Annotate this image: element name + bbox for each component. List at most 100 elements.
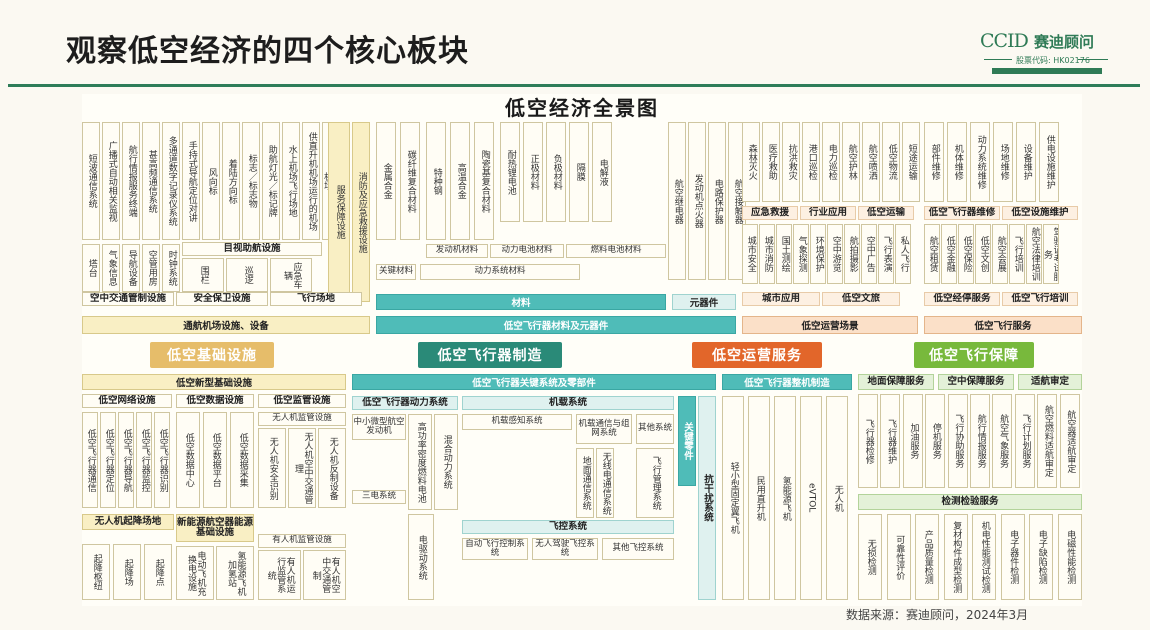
service-item: 低空文创 [975, 224, 991, 284]
service-item: 场地维修 [993, 122, 1013, 202]
airborne-item: 无线电通信系统 [596, 448, 614, 518]
service-item: 航空会展 [992, 224, 1008, 284]
supervision-head: 无人机监管设施 [258, 412, 346, 426]
service-item: 低空保险 [958, 224, 974, 284]
service-item: 设备维护 [1016, 122, 1036, 202]
logo-bar [992, 68, 1102, 74]
pillar-support: 低空飞行保障 [914, 342, 1034, 368]
key-parts: 关键零件 [678, 396, 696, 486]
testing-item: 机电性能测试检测 [972, 514, 996, 600]
supervision-item: 有人机空中交通管制 [303, 550, 346, 600]
infra-item: 时钟系统 [162, 244, 180, 292]
infra-item: 气象信息 [102, 244, 120, 292]
material-item: 耐热锂电池 [500, 122, 520, 222]
support-sub: 空中保障服务 [938, 374, 1014, 390]
operations-item: 航拍摄影 [844, 224, 860, 284]
material-item: 电解液 [592, 122, 612, 222]
new-infra-band: 低空新型基础设施 [82, 374, 346, 390]
operations-sub: 行业应用 [800, 206, 856, 220]
support-sub: 适航审定 [1018, 374, 1082, 390]
material-row: 发动机材料 [426, 244, 488, 258]
flight-control-item: 无人驾驶飞控系统 [532, 538, 598, 560]
key-systems-band: 低空飞行器关键系统及零部件 [352, 374, 716, 390]
visual-aid-item: 应急车辆 [270, 258, 312, 292]
logo-stock-code: 股票代码: HK02176 [1016, 56, 1090, 65]
airborne-item: 地面通信系统 [576, 448, 594, 518]
airborne-item: 飞行管理系统 [636, 448, 674, 518]
service-item: 飞行培训 [1009, 224, 1025, 284]
landing-item: 起降枢纽 [82, 544, 110, 600]
aircraft-type: 氢能源飞机 [774, 396, 796, 600]
power-item: 中小微型航空发动机 [352, 414, 406, 440]
material-row: 动力电池材料 [490, 244, 564, 258]
operations-sub: 低空运输 [858, 206, 914, 220]
infra-item: 短波通信系统 [82, 122, 100, 240]
flight-control-item: 其他飞控系统 [602, 538, 674, 560]
energy-label: 新能源航空器能源基础设施 [176, 514, 254, 542]
airborne-item: 其他系统 [636, 414, 674, 444]
infra-item: 多通道数字记录仪系统 [162, 122, 180, 240]
whole-aircraft-band: 低空飞行器整机制造 [722, 374, 852, 390]
infra-item: 空管用房 [142, 244, 160, 292]
component-item: 航空继电器 [668, 122, 686, 280]
infra-item: 导航设备 [122, 244, 140, 292]
logo-name: 赛迪顾问 [1034, 33, 1095, 51]
operations-item: 电力巡检 [822, 122, 840, 202]
data-facilities: 低空数据设施 [176, 394, 254, 408]
operations-item: 航空喷洒 [862, 122, 880, 202]
support-item: 加油服务 [902, 394, 923, 488]
source-note: 数据来源：赛迪顾问，2024年3月 [846, 608, 1029, 622]
operations-item: 城市安全 [742, 224, 758, 284]
power-item: 混合动力系统 [434, 414, 458, 510]
components-sub: 元器件 [672, 294, 736, 310]
slide-title: 观察低空经济的四个核心板块 [66, 34, 469, 69]
aircraft-type: 轻小型固定翼飞机 [722, 396, 744, 600]
service-band: 低空飞行服务 [924, 316, 1082, 334]
infra-band: 通航机场设施、设备 [82, 316, 370, 334]
material-item: 隔膜 [569, 122, 589, 222]
support-item: 航空气象服务 [992, 394, 1013, 488]
material-row: 燃料电池材料 [566, 244, 666, 258]
aircraft-type: 民用直升机 [748, 396, 770, 600]
service-item: 航空法律培训 [1026, 224, 1042, 284]
support-sub: 地面保障服务 [858, 374, 934, 390]
operations-item: 港口巡检 [802, 122, 820, 202]
support-item: 航空燃料适航审定 [1037, 394, 1058, 488]
service-item: 航空租赁 [924, 224, 940, 284]
operations-item: 森林灭火 [742, 122, 760, 202]
material-item: 高温合金 [450, 122, 470, 240]
support-item: 航行情报服务 [970, 394, 990, 488]
infra-item: 广播式自动相关监视 [102, 122, 120, 240]
infra-item: 风向标 [202, 122, 220, 240]
infra-subsection: 空中交通管制设施 [82, 292, 174, 306]
material-row: 关键材料 [376, 264, 416, 280]
visual-aid-item: 巡逻 [226, 258, 268, 292]
testing-band: 检测检验服务 [858, 494, 1082, 510]
data-item: 低空数据中心 [176, 412, 200, 508]
operations-item: 低空物流 [882, 122, 900, 202]
airborne-item: 机载感知系统 [462, 414, 572, 430]
infra-item: 服务保障设施 [328, 122, 350, 302]
service-item: 供电设施维护 [1039, 122, 1059, 202]
infra-subsection: 安全保卫设施 [176, 292, 268, 306]
power-system: 低空飞行器动力系统 [352, 396, 458, 410]
power-item: 高功率密度燃料电池 [408, 414, 432, 510]
network-item: 低空飞行器定位 [100, 412, 116, 508]
infra-item: 甚高频通信系统 [142, 122, 160, 240]
data-item: 低空数据采集 [230, 412, 254, 508]
testing-item: 产品质量检测 [915, 514, 939, 600]
operations-item: 飞行表演 [878, 224, 894, 284]
network-item: 低空飞行器识别 [154, 412, 170, 508]
operations-item: 城市消防 [759, 224, 775, 284]
operations-item: 航空护林 [842, 122, 860, 202]
material-item: 碳纤维复合材料 [400, 122, 420, 240]
aircraft-type: eVTOL [800, 396, 822, 600]
network-facilities: 低空网络设施 [82, 394, 172, 408]
panorama-diagram: 低空经济全景图 短波通信系统广播式自动相关监视航行情报服务终端甚高频通信系统多通… [82, 94, 1082, 606]
landing-item: 起降场 [113, 544, 141, 600]
pillar-manufacturing: 低空飞行器制造 [418, 342, 562, 368]
component-item: 发动机点火器 [688, 122, 706, 280]
operations-item: 医疗救助 [762, 122, 780, 202]
supervision-item: 无人机反制设备 [318, 428, 346, 508]
operations-sub: 城市应用 [742, 292, 820, 306]
